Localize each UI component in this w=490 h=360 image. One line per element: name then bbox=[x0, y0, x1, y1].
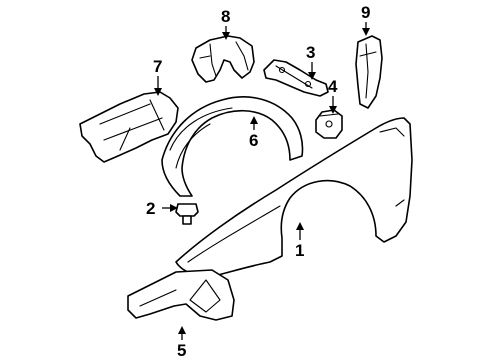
callout-2: 2 bbox=[146, 199, 155, 218]
callout-1: 1 bbox=[295, 241, 304, 260]
part-2-bolt bbox=[175, 203, 199, 225]
callout-5: 5 bbox=[177, 341, 186, 360]
callout-9: 9 bbox=[361, 3, 370, 22]
part-9-vertical-bracket bbox=[355, 35, 383, 109]
callout-labels: 1 2 3 4 5 6 7 8 9 bbox=[146, 3, 370, 360]
leader-lines bbox=[154, 22, 370, 340]
callout-8: 8 bbox=[221, 7, 230, 26]
callout-3: 3 bbox=[306, 43, 315, 62]
part-6-inner-fender-liner bbox=[161, 96, 304, 197]
part-7-side-shield bbox=[79, 91, 179, 163]
part-8-upper-splash-shield bbox=[191, 35, 255, 83]
part-3-strap-bracket bbox=[263, 59, 329, 97]
part-4-small-bracket bbox=[315, 109, 343, 139]
callout-4: 4 bbox=[328, 77, 338, 96]
callout-7: 7 bbox=[153, 57, 162, 76]
part-1-front-fender bbox=[175, 117, 413, 278]
callout-6: 6 bbox=[249, 131, 258, 150]
part-5-lower-bracket bbox=[127, 269, 235, 321]
